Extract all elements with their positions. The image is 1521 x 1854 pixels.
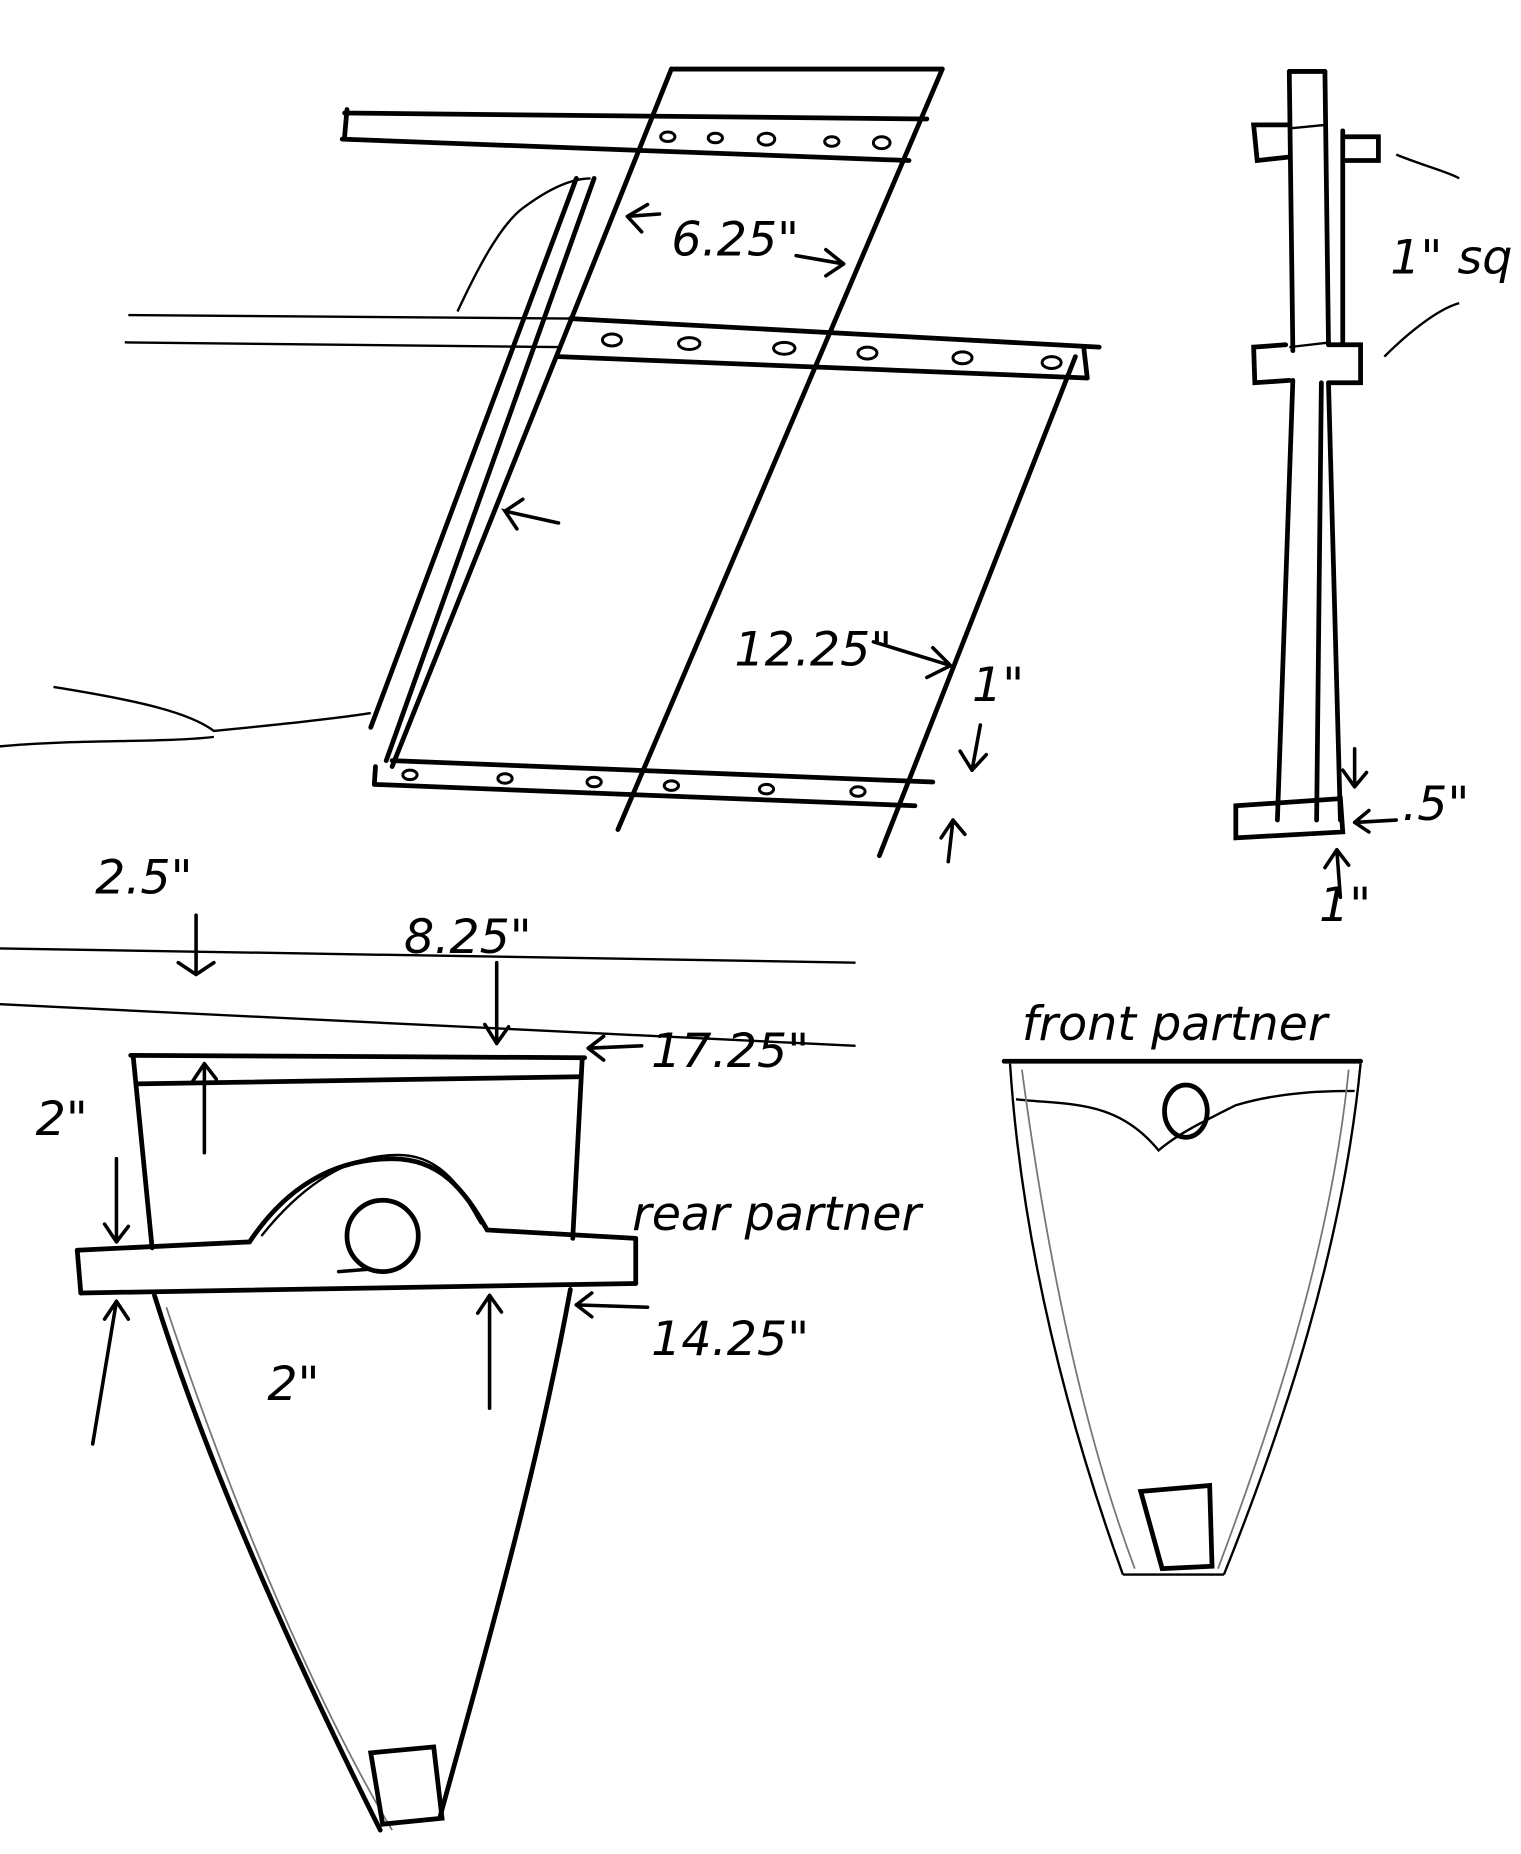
height-label: 2": [36, 1092, 88, 1147]
tab-label: .5": [1402, 777, 1469, 832]
width-label: 6.25": [671, 213, 799, 268]
rear-partner-drawing: 2.5" 8.25" 17.25" 2" rear partner 14.25"…: [0, 851, 923, 1833]
base-label: 1": [1319, 878, 1371, 933]
middle-strip-holes: [600, 332, 1063, 370]
front-partner-drawing: front partner: [1001, 997, 1363, 1576]
top-strip-holes: [659, 130, 892, 151]
bottom-strip-holes: [401, 768, 867, 798]
top-view-board: [0, 66, 1102, 859]
top-label: 8.25": [404, 910, 532, 965]
rear-partner-title: rear partner: [632, 1187, 923, 1242]
top-width-label: 17.25": [651, 1024, 809, 1079]
top-view-dimensions: 6.25" 12.25" 1": [625, 202, 1024, 864]
bar-width-label: 14.25": [651, 1312, 809, 1367]
post-size-label: 1" sq: [1390, 230, 1512, 285]
front-partner-title: front partner: [1022, 997, 1330, 1052]
side-view-post: 1" sq .5" 1": [1233, 69, 1512, 933]
strip-label: 1": [972, 658, 1024, 713]
offset-label: 2.5": [95, 851, 192, 906]
length-label: 12.25": [734, 623, 892, 678]
hole-label: 2": [267, 1357, 319, 1412]
